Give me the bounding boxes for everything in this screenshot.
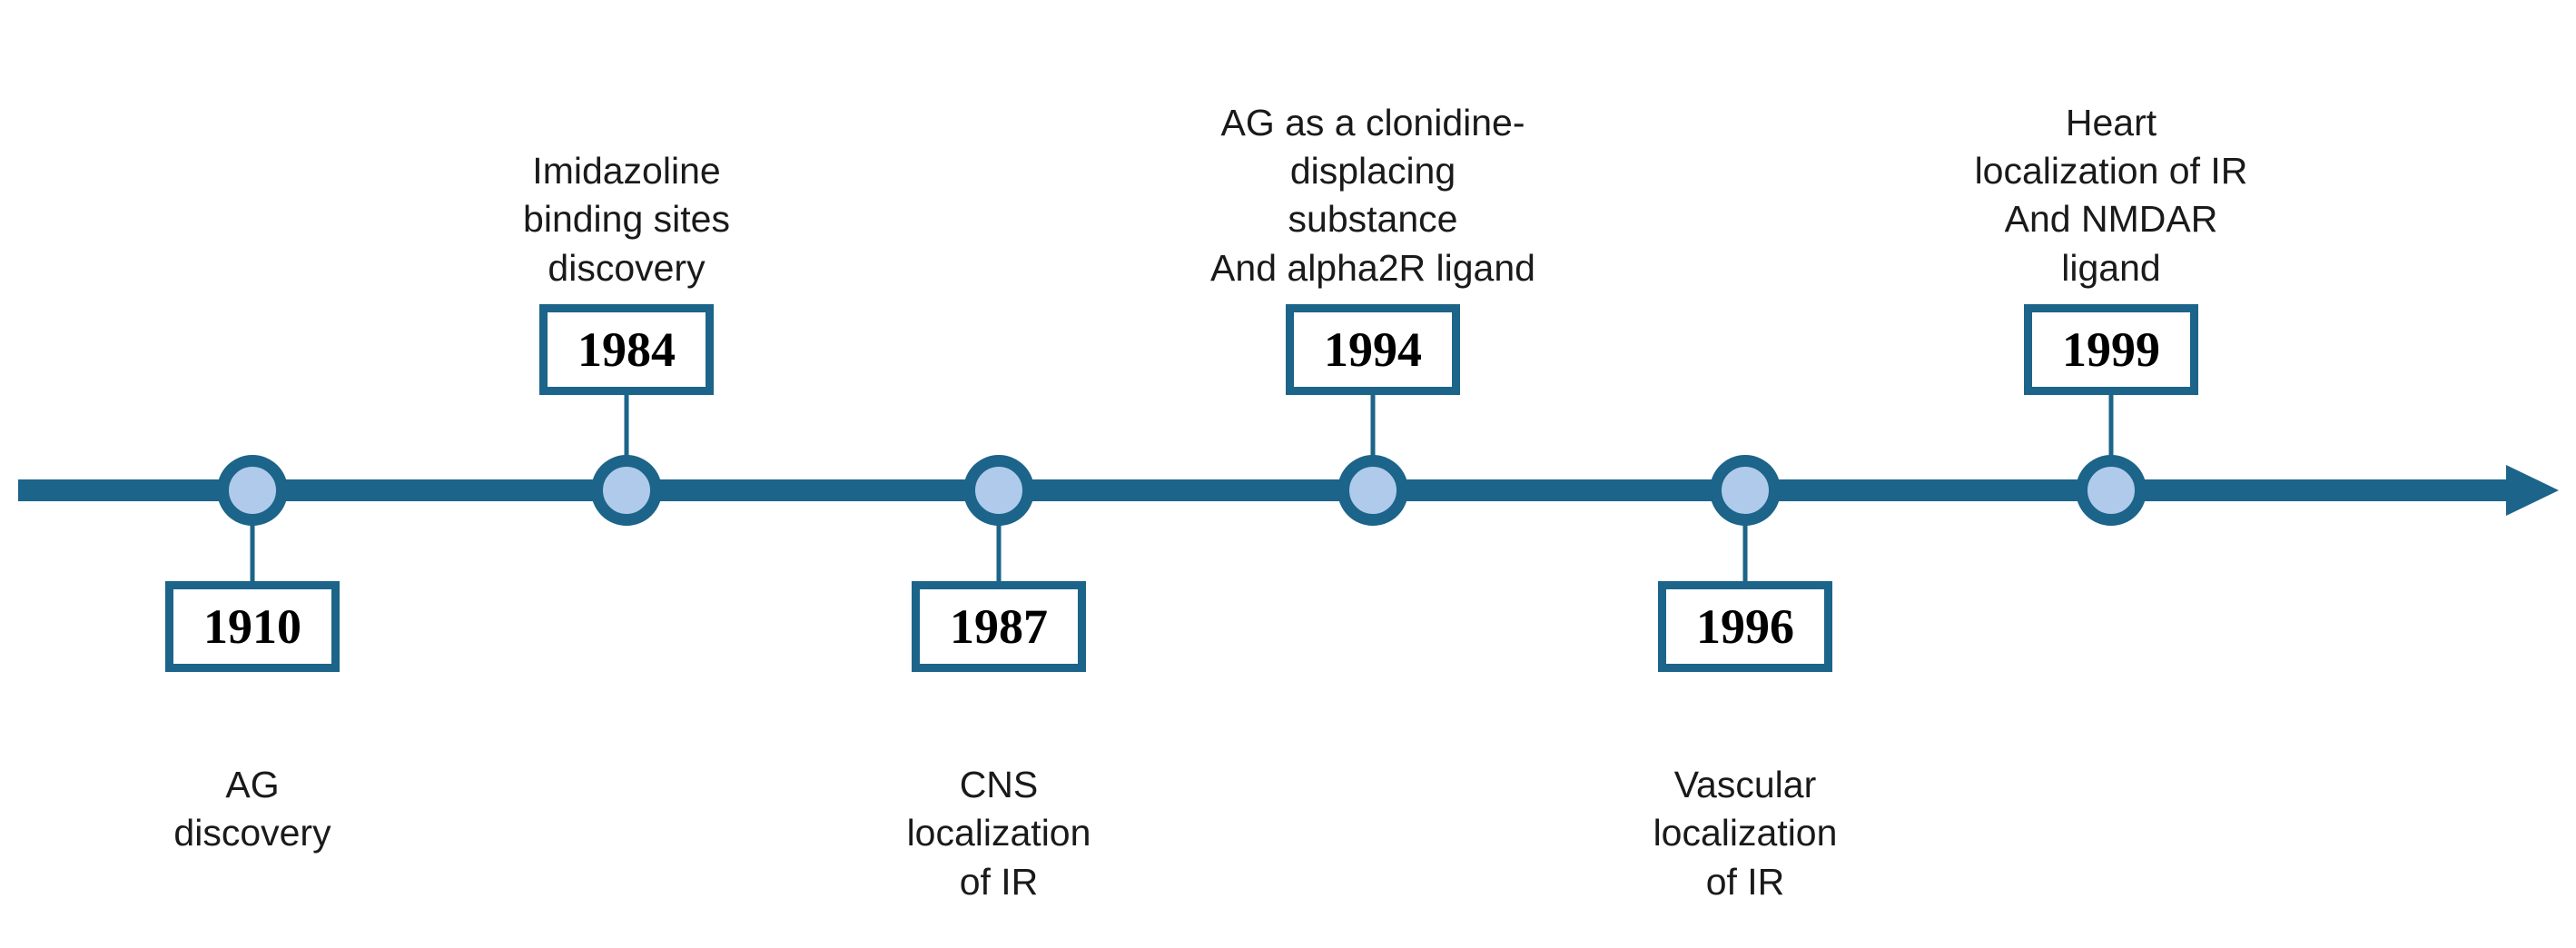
- milestone-marker-1984[interactable]: [591, 455, 662, 526]
- milestone-marker-1996[interactable]: [1710, 455, 1781, 526]
- connector-stem: [250, 514, 255, 587]
- year-label: 1994: [1324, 322, 1422, 377]
- connector-stem: [624, 394, 629, 469]
- connector-stem: [996, 514, 1002, 587]
- year-label: 1996: [1696, 599, 1794, 654]
- milestone-description-1996: Vascular localization of IR: [1653, 764, 1838, 903]
- milestone-marker-1994[interactable]: [1337, 455, 1408, 526]
- milestone-description-1994: AG as a clonidine- displacing substance …: [1210, 101, 1535, 289]
- connector-stem: [1370, 394, 1376, 469]
- year-box-1999[interactable]: 1999: [2024, 304, 2198, 395]
- milestone-description-1987: CNS localization of IR: [906, 764, 1091, 903]
- year-label: 1987: [950, 599, 1048, 654]
- year-box-1910[interactable]: 1910: [165, 581, 340, 672]
- milestone-description-1999: Heart localization of IR And NMDAR ligan…: [1974, 101, 2248, 289]
- timeline-arrow-icon: [2506, 465, 2559, 516]
- year-box-1987[interactable]: 1987: [912, 581, 1086, 672]
- year-label: 1984: [577, 322, 676, 377]
- year-box-1994[interactable]: 1994: [1286, 304, 1460, 395]
- milestone-description-1910: AG discovery: [173, 764, 331, 854]
- connector-stem: [2108, 394, 2114, 469]
- milestone-marker-1987[interactable]: [963, 455, 1034, 526]
- year-label: 1999: [2062, 322, 2160, 377]
- year-box-1996[interactable]: 1996: [1658, 581, 1832, 672]
- year-label: 1910: [203, 599, 301, 654]
- connector-stem: [1742, 514, 1748, 587]
- milestone-marker-1999[interactable]: [2076, 455, 2147, 526]
- milestone-description-1984: Imidazoline binding sites discovery: [523, 150, 730, 289]
- milestone-marker-1910[interactable]: [217, 455, 288, 526]
- year-box-1984[interactable]: 1984: [539, 304, 714, 395]
